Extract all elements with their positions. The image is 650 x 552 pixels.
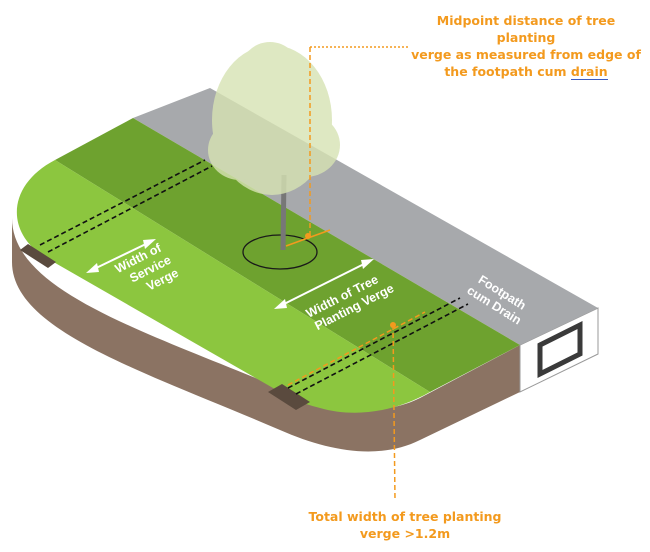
midpoint-dot — [305, 233, 311, 239]
soil-slot-right — [268, 384, 310, 410]
drain-link[interactable]: drain — [570, 64, 608, 80]
dashed-service-lines — [39, 159, 469, 395]
tree-pit — [242, 234, 318, 270]
midpoint-callout-prefix: the footpath cum — [444, 64, 571, 79]
midpoint-callout-line3: the footpath cum drain — [410, 63, 642, 80]
soil-slot-left — [20, 244, 56, 268]
midpoint-callout-line1: Midpoint distance of tree planting — [436, 13, 616, 45]
service-verge — [16, 160, 431, 413]
midpoint-callout-line2: verge as measured from edge of — [411, 47, 641, 62]
total-width-callout-line1: Total width of tree planting — [308, 509, 502, 524]
drain-opening — [537, 320, 583, 379]
total-width-dot — [390, 322, 396, 328]
total-width-callout-line2: verge >1.2m — [359, 526, 451, 541]
total-width-leader — [287, 311, 426, 501]
midpoint-callout: Midpoint distance of tree planting verge… — [410, 12, 642, 80]
tree-verge-arrow — [274, 259, 374, 309]
soil-layer — [12, 218, 520, 452]
tree-canopy — [208, 42, 340, 195]
service-verge-arrow — [86, 239, 156, 273]
total-width-callout: Total width of tree planting verge >1.2m — [290, 508, 520, 542]
